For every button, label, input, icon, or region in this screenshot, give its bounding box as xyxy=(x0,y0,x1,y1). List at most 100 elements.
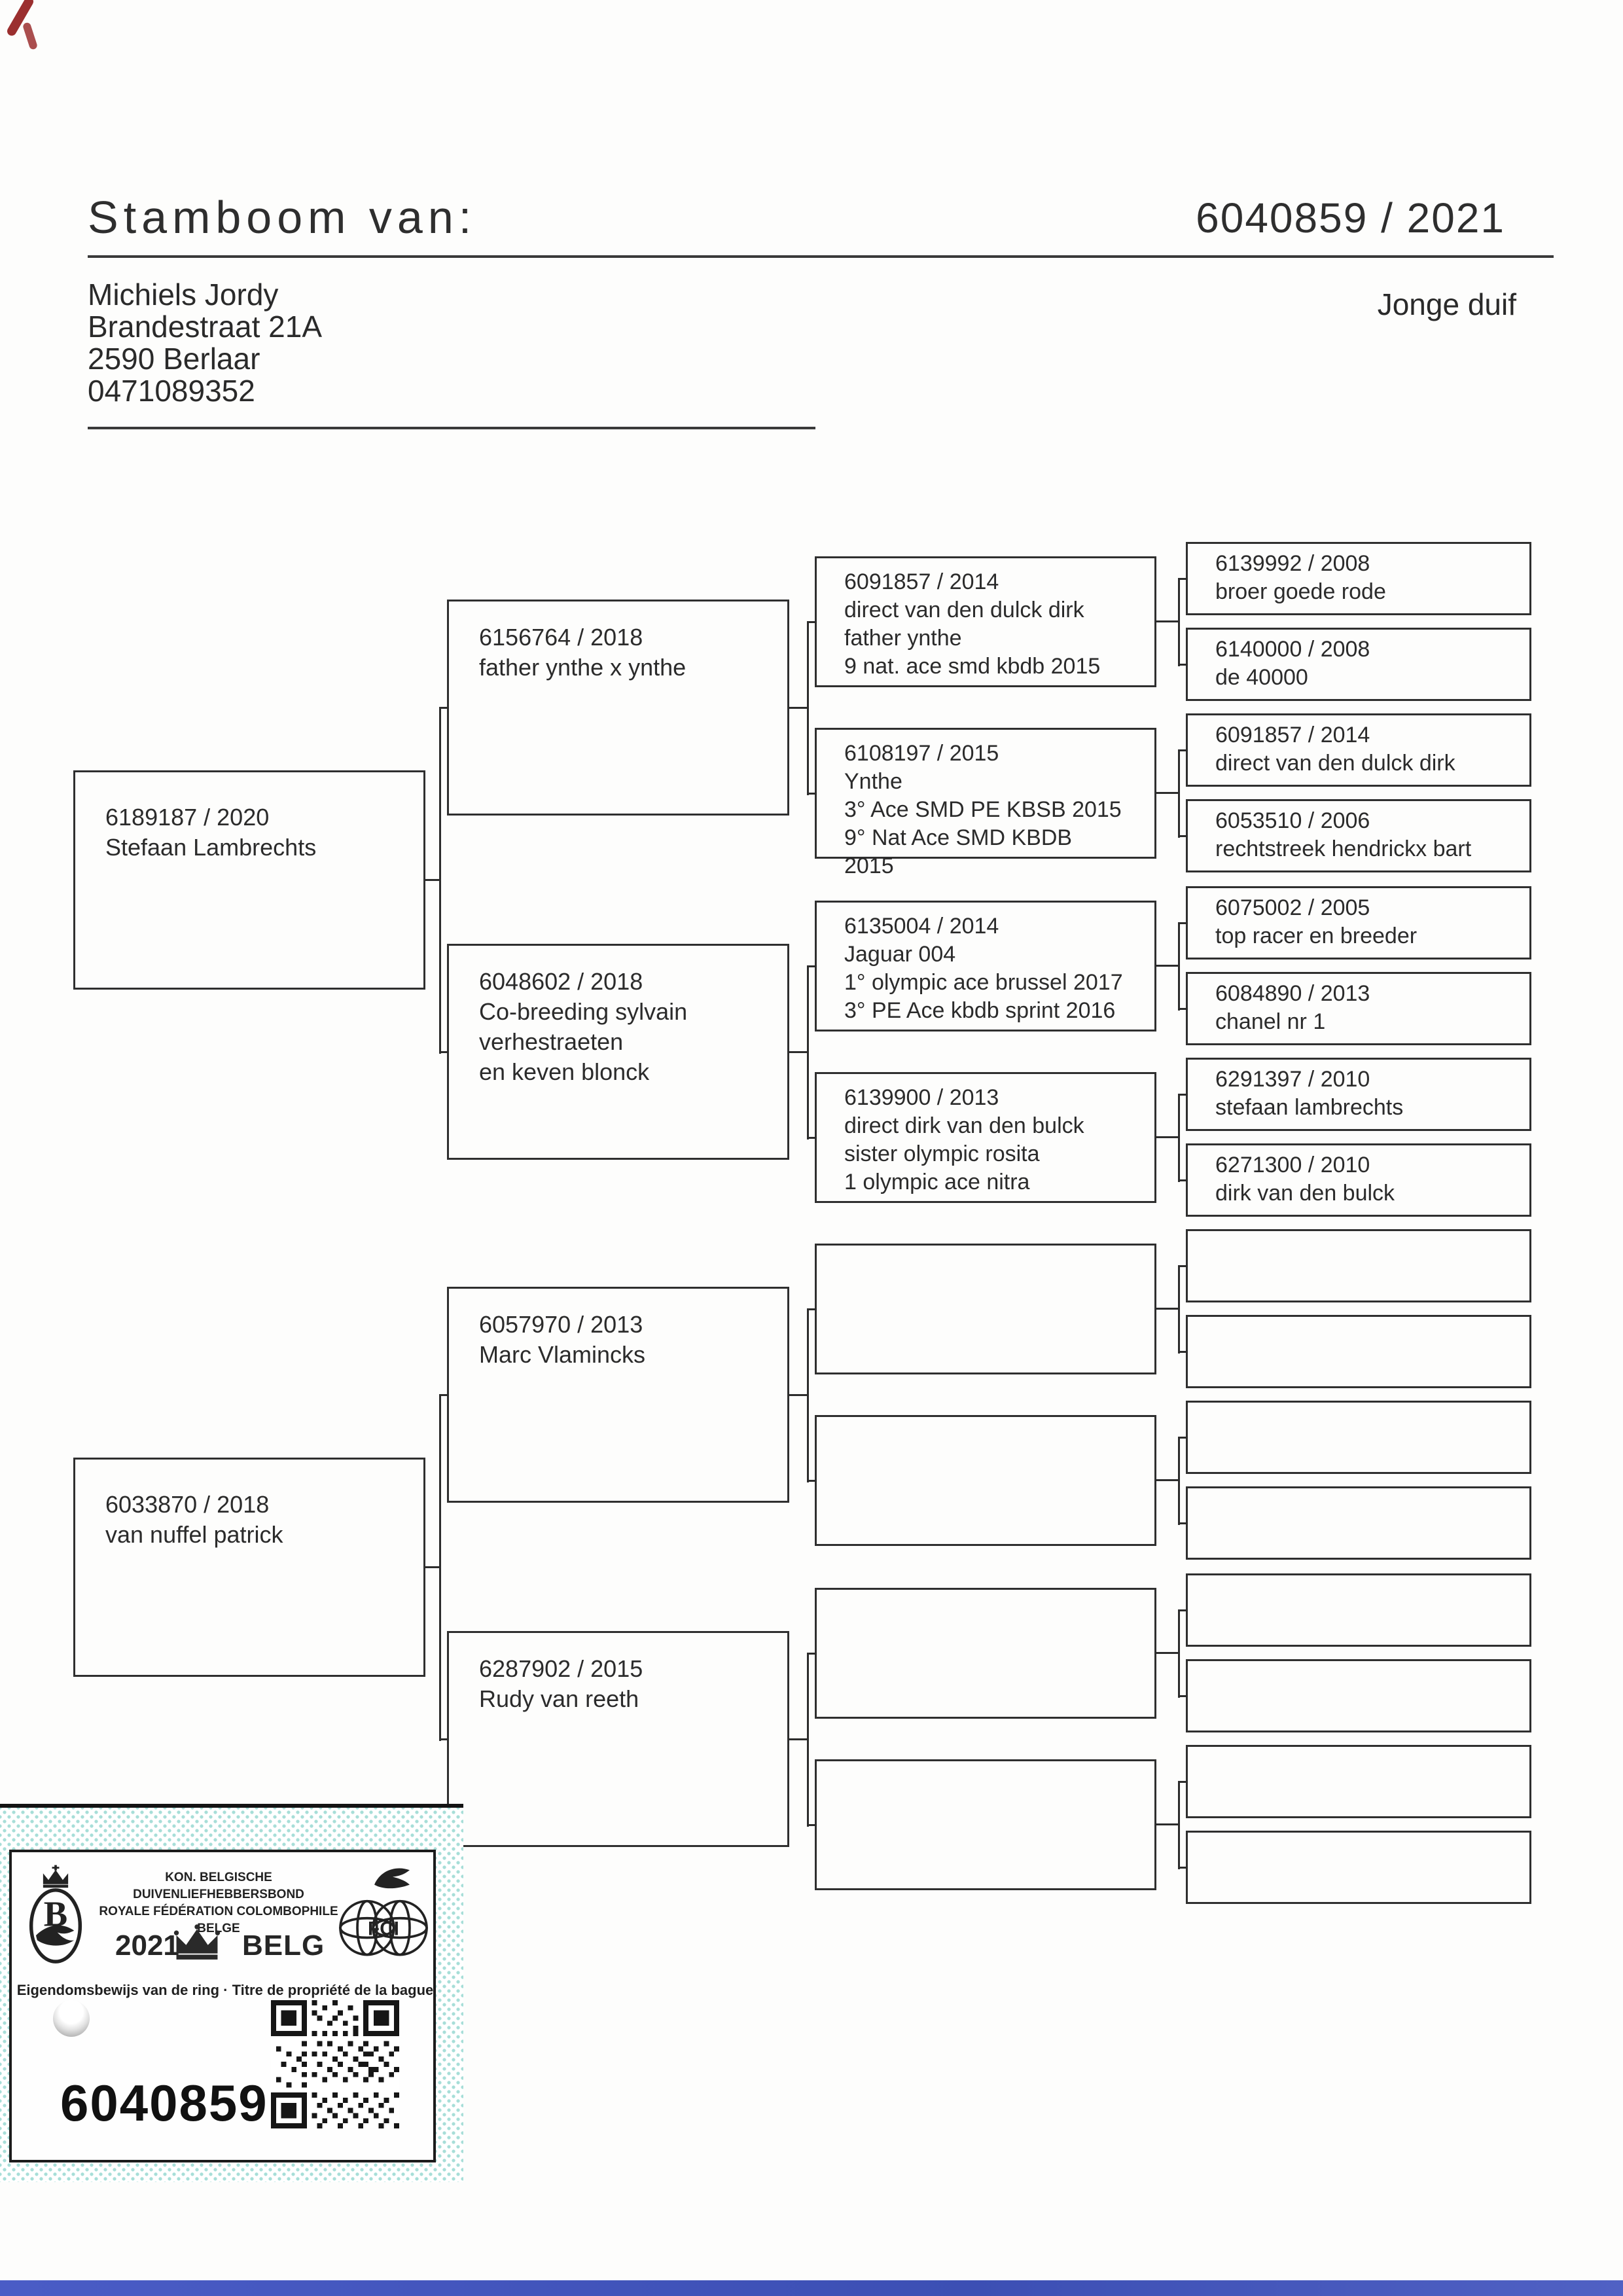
connector-line xyxy=(1155,1652,1180,1654)
bird-type-label: Jonge duif xyxy=(1377,287,1516,321)
sticker-ring-number: 6040859 xyxy=(60,2074,268,2132)
pigeon-description: dirk van den bulck xyxy=(1215,1181,1395,1206)
connector-line xyxy=(1178,1437,1180,1525)
connector-line xyxy=(1178,1094,1188,1096)
connector-line xyxy=(1178,835,1188,837)
pedigree-box-g3-4: 6139900 / 2013 direct dirk van den bulck… xyxy=(815,1072,1156,1203)
connector-line xyxy=(1178,1437,1188,1439)
sticker-country: BELG xyxy=(242,1929,325,1962)
pedigree-box-g3-5 xyxy=(815,1244,1156,1374)
owner-divider xyxy=(88,427,815,429)
pedigree-box-g4-13 xyxy=(1186,1573,1531,1647)
connector-line xyxy=(807,1137,817,1139)
pedigree-box-g3-7 xyxy=(815,1588,1156,1719)
pedigree-box-g2-1: 6156764 / 2018 father ynthe x ynthe xyxy=(447,600,789,816)
pedigree-box-g4-5: 6075002 / 2005 top racer en breeder xyxy=(1186,886,1531,960)
ownership-title: Eigendomsbewijs van de ring · Titre de p… xyxy=(16,1982,434,1998)
connector-line xyxy=(788,1051,809,1053)
connector-line xyxy=(1178,1609,1188,1611)
ring-number: 6271300 / 2010 xyxy=(1215,1153,1370,1177)
federation-name: KON. BELGISCHE DUIVENLIEFHEBBERSBOND ROY… xyxy=(99,1871,338,1935)
connector-line xyxy=(1155,965,1180,967)
ring-number: 6139992 / 2008 xyxy=(1215,551,1370,576)
pigeon-description: Jaguar 004 1° olympic ace brussel 2017 3… xyxy=(844,942,1123,1023)
pedigree-box-g4-6: 6084890 / 2013 chanel nr 1 xyxy=(1186,972,1531,1045)
connector-line xyxy=(807,621,817,623)
connector-line xyxy=(1178,922,1188,924)
pigeon-description: Marc Vlamincks xyxy=(479,1341,646,1368)
pedigree-box-g4-7: 6291397 / 2010 stefaan lambrechts xyxy=(1186,1058,1531,1131)
connector-line xyxy=(439,707,448,709)
pedigree-box-g4-4: 6053510 / 2006 rechtstreek hendrickx bar… xyxy=(1186,799,1531,872)
ring-number: 6048602 / 2018 xyxy=(479,968,643,995)
header-divider xyxy=(88,255,1554,258)
connector-line xyxy=(425,1566,441,1568)
ring-number: 6189187 / 2020 xyxy=(105,804,270,831)
connector-line xyxy=(1178,1094,1180,1182)
pedigree-box-g4-14 xyxy=(1186,1659,1531,1732)
pigeon-description: direct dirk van den bulck sister olympic… xyxy=(844,1113,1084,1194)
ring-number: 6135004 / 2014 xyxy=(844,914,999,939)
connector-line xyxy=(807,1653,817,1655)
pedigree-box-g4-3: 6091857 / 2014 direct van den dulck dirk xyxy=(1186,713,1531,787)
pigeon-description: Rudy van reeth xyxy=(479,1685,639,1712)
connector-line xyxy=(1178,1179,1188,1181)
connector-line xyxy=(1178,1522,1188,1524)
connector-line xyxy=(439,1051,448,1053)
pedigree-box-g1-1: 6189187 / 2020 Stefaan Lambrechts xyxy=(73,770,425,990)
ring-number: 6084890 / 2013 xyxy=(1215,981,1370,1006)
pigeon-description: van nuffel patrick xyxy=(105,1521,283,1548)
ring-number: 6033870 / 2018 xyxy=(105,1491,270,1518)
ring-number: 6091857 / 2014 xyxy=(844,569,999,594)
pedigree-box-g4-8: 6271300 / 2010 dirk van den bulck xyxy=(1186,1143,1531,1217)
connector-line xyxy=(1178,579,1180,666)
connector-line xyxy=(1178,1695,1188,1697)
header-ring-number: 6040859 / 2021 xyxy=(1196,194,1505,242)
pedigree-box-g3-2: 6108197 / 2015 Ynthe 3° Ace SMD PE KBSB … xyxy=(815,728,1156,878)
pigeon-description: Co-breeding sylvain verhestraeten en kev… xyxy=(479,998,688,1085)
pedigree-box-g4-10 xyxy=(1186,1315,1531,1388)
svg-text:FCI: FCI xyxy=(368,1918,399,1940)
connector-line xyxy=(1155,1308,1180,1310)
connector-line xyxy=(1178,923,1180,1011)
sticker-certificate: B KON. BELGISCHE DUIVENLIEFHEBBERSBOND R… xyxy=(9,1850,436,2162)
ring-number: 6287902 / 2015 xyxy=(479,1655,643,1682)
sticker-top-border xyxy=(0,1804,463,1808)
fci-globes-logo: FCI xyxy=(338,1864,429,1971)
pigeon-description: rechtstreek hendrickx bart xyxy=(1215,836,1472,861)
scan-edge-bar xyxy=(0,2280,1623,2296)
pedigree-box-g2-2: 6048602 / 2018 Co-breeding sylvain verhe… xyxy=(447,944,789,1160)
pedigree-box-g4-11 xyxy=(1186,1401,1531,1474)
connector-line xyxy=(807,793,817,795)
connector-line xyxy=(425,879,441,881)
connector-line xyxy=(807,1308,817,1310)
pigeon-description: stefaan lambrechts xyxy=(1215,1095,1404,1120)
pigeon-description: direct van den dulck dirk xyxy=(1215,751,1455,776)
pedigree-box-g4-16 xyxy=(1186,1831,1531,1904)
connector-line xyxy=(807,1824,817,1826)
pigeon-description: direct van den dulck dirk father ynthe 9… xyxy=(844,598,1101,679)
connector-line xyxy=(1155,1136,1180,1138)
ring-number: 6291397 / 2010 xyxy=(1215,1067,1370,1092)
connector-line xyxy=(1155,620,1180,622)
pigeon-description: Stefaan Lambrechts xyxy=(105,834,317,861)
connector-line xyxy=(807,1480,817,1482)
connector-line xyxy=(1178,1782,1180,1869)
hole-punch xyxy=(53,2000,90,2037)
pedigree-box-g1-2: 6033870 / 2018 van nuffel patrick xyxy=(73,1458,425,1677)
kbdb-crown-logo: B xyxy=(29,1864,82,1971)
qr-code xyxy=(271,2000,399,2128)
ring-number: 6156764 / 2018 xyxy=(479,624,643,651)
pigeon-description: broer goede rode xyxy=(1215,579,1386,604)
sticker-year: 2021 xyxy=(115,1929,179,1962)
connector-line xyxy=(1155,1823,1180,1825)
pedigree-box-g4-1: 6139992 / 2008 broer goede rode xyxy=(1186,542,1531,615)
pedigree-box-g2-3: 6057970 / 2013 Marc Vlamincks xyxy=(447,1287,789,1503)
connector-line xyxy=(1178,578,1188,580)
connector-line xyxy=(788,1394,809,1396)
pedigree-box-g3-8 xyxy=(815,1759,1156,1890)
connector-line xyxy=(788,1738,809,1740)
connector-line xyxy=(1178,664,1188,666)
pigeon-description: father ynthe x ynthe xyxy=(479,654,687,681)
